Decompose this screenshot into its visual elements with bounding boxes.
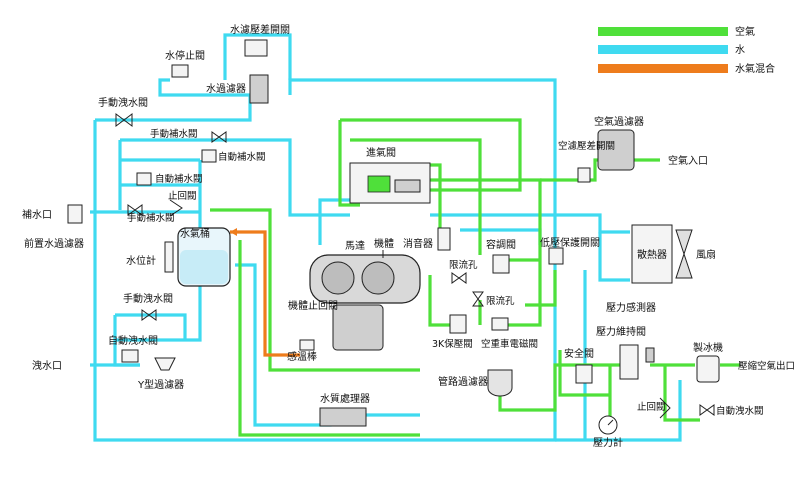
water-filter-label: 水過濾器 [206,82,246,95]
ice-machine-label: 製冰機 [693,341,723,354]
check-valve-tank-icon [169,199,183,217]
protect-valve-3k-icon [449,314,467,334]
water-pipes [90,33,682,442]
manual-drain-valve-top-icon [115,113,133,127]
radiator-icon [631,224,673,284]
temp-sensor-label: 感溫棒 [287,350,317,363]
check-valve-tank-label: 止回閥 [168,190,197,202]
manual-makeup-valve-1-icon [211,131,227,143]
intake-valve-piston [394,179,421,193]
water-stop-valve-icon [171,64,189,78]
motor-icon [332,304,384,351]
auto-drain-valve-out-label: 自動洩水閥 [716,405,764,417]
pipe-filter-icon [487,369,513,397]
air-inlet-label: 空氣入口 [668,154,708,167]
pressure-sensor-label: 壓力感測器 [606,301,656,314]
protect-valve-3k-label: 3K保壓閥 [432,338,473,350]
air-filter-dp-switch-icon [577,167,591,183]
auto-drain-valve-icon [121,349,139,363]
manual-drain-valve-bottom-icon [141,309,157,321]
motor-label: 馬達 [345,240,365,252]
auto-makeup-valve-1-label: 自動補水閥 [218,151,266,163]
ice-machine-icon [696,355,720,383]
low-pressure-switch-icon [548,247,564,265]
manual-makeup-valve-2-label: 手動補水閥 [127,212,175,224]
level-gauge-label: 水位計 [126,254,156,267]
silencer-icon [437,227,451,251]
manual-drain-valve-top-label: 手動洩水閥 [98,96,148,109]
check-valve-out-label: 止回閥 [637,401,666,413]
intake-valve-label: 進氣閥 [366,146,396,159]
legend: 空氣 水 水氣混合 [598,25,775,75]
check-valve-out-icon [659,397,671,419]
rotor-right-icon [361,261,395,295]
auto-drain-valve-label: 自動洩水閥 [108,334,158,347]
mixed-arrow-icon [230,228,237,236]
restrictor-1-icon [451,272,467,284]
water-treatment-icon [319,407,367,427]
fan-icon [675,229,693,279]
unload-solenoid-icon [491,317,509,331]
fan-label: 風扇 [696,248,716,261]
restrictor-2-icon [472,291,484,307]
restrictor-2-label: 限流孔 [486,295,515,307]
capacity-valve-label: 容調閥 [486,238,516,251]
air-filter-icon [597,129,635,171]
drain-port-label: 洩水口 [32,359,62,372]
capacity-valve-icon [492,254,510,274]
body-check-valve-label-1: 機體止回閥 [288,299,338,312]
manual-makeup-valve-1-label: 手動補水閥 [150,128,198,140]
pre-water-filter-icon [67,204,83,224]
y-filter-label: Y型過濾器 [137,378,184,391]
restrictor-1-label: 限流孔 [449,259,478,271]
compressed-air-out-label: 壓縮空氣出口 [738,360,795,372]
auto-makeup-valve-1-icon [201,149,217,163]
silencer-label: 消音器 [403,237,433,250]
safety-valve-label: 安全閥 [564,347,594,360]
water-filter-dp-switch-icon [244,39,268,57]
temp-sensor-icon [299,339,315,351]
pre-water-filter-label: 前置水過濾器 [24,237,84,250]
rotor-left-icon [321,261,355,295]
auto-makeup-valve-2-label: 自動補水閥 [155,173,203,185]
auto-drain-valve-out-icon [699,404,715,416]
water-filter-icon [249,74,269,104]
water-treatment-label: 水質處理器 [320,392,370,405]
manual-drain-valve-bottom-label: 手動洩水閥 [123,292,173,305]
mixed-pipe [230,230,300,357]
safety-valve-icon [575,364,593,384]
pressure-hold-valve-icon [619,344,639,380]
makeup-port-label: 補水口 [22,208,52,221]
air-filter-dp-switch-label: 空濾壓差開關 [558,140,615,152]
manual-makeup-valve-2-icon [127,204,143,216]
machine-body-label: 機體 [374,237,394,250]
legend-swatch-water [598,45,728,54]
water-tank-level [180,250,228,284]
water-stop-valve-label: 水停止閥 [165,49,205,62]
radiator-label: 散熱器 [637,248,667,261]
pipe-filter-label: 管路過濾器 [438,375,488,388]
legend-swatch-air [598,27,728,36]
auto-makeup-valve-2-icon [136,172,152,186]
water-filter-dp-switch-label: 水濾壓差開關 [230,23,290,36]
water-tank-label: 水氣桶 [180,227,210,240]
air-filter-label: 空氣過濾器 [594,115,644,128]
level-gauge-icon [164,241,174,273]
pressure-sensor-icon [645,347,655,363]
intake-valve-core [367,175,391,193]
unload-solenoid-label: 空重車電磁閥 [481,338,538,350]
pressure-hold-valve-label: 壓力維持閥 [596,325,646,338]
y-filter-icon [154,357,176,371]
pressure-gauge-needle [607,419,614,426]
low-pressure-switch-label: 低壓保護開關 [540,236,600,249]
air-pipes [210,118,740,437]
legend-swatch-mixed [598,64,728,73]
legend-label-water: 水 [735,44,745,56]
legend-label-mixed: 水氣混合 [735,62,775,75]
pressure-gauge-label: 壓力計 [593,436,623,449]
legend-label-air: 空氣 [735,25,755,38]
